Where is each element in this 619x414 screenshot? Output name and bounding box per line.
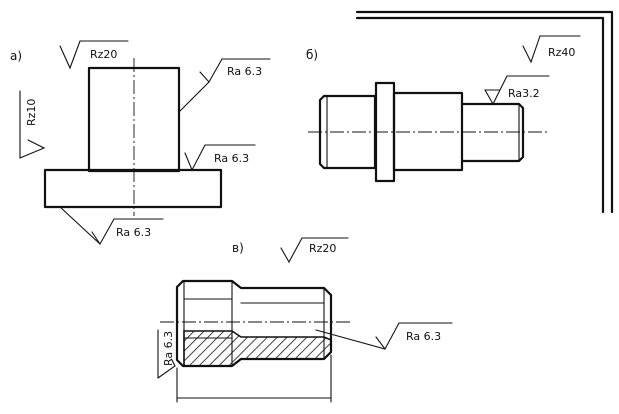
view-b-frame-inner [355,16,605,214]
view-v-bushing [160,279,350,368]
view-a-left-mark-text: Rz10 [25,99,38,126]
view-a-side-roughness-mark: Ra 6.3 [178,58,271,113]
view-v-left-mark-text: Ra 6.3 [162,331,175,366]
view-b-general-roughness-mark: Rz40 [522,35,581,64]
view-a-base-bottom-roughness-mark: Ra 6.3 [59,206,164,246]
view-a-base-bottom-mark-text: Ra 6.3 [116,226,151,239]
view-a-side-mark-text: Ra 6.3 [227,65,262,78]
view-a-label: а) [10,49,22,63]
view-v: в) Rz20 Ra 6.3 [157,237,453,403]
view-v-general-mark-text: Rz20 [309,242,336,255]
view-b-shaft-right-section [460,102,525,163]
view-a-base-top-roughness-mark: Ra 6.3 [184,144,256,172]
view-v-hatched-section [183,330,332,367]
view-v-general-roughness-mark: Rz20 [280,237,349,264]
view-b-shaft-roughness-mark: Ra3.2 [484,75,550,106]
view-b-frame-outer [355,10,614,214]
view-a: а) Rz20 Ra 6.3 Rz10 Ra 6.3 [10,40,271,246]
view-b: б) Rz40 Ra3.2 [306,10,614,214]
view-b-label: б) [306,48,318,62]
view-a-base-plate [43,168,223,209]
view-b-general-mark-text: Rz40 [548,46,575,59]
view-a-base-top-mark-text: Ra 6.3 [214,152,249,165]
view-v-left-roughness-mark: Ra 6.3 [157,329,176,379]
view-v-bore-mark-text: Ra 6.3 [406,330,441,343]
view-a-top-mark-text: Rz20 [90,48,117,61]
view-a-top-roughness-mark: Rz20 [59,40,129,70]
view-b-shaft-mark-text: Ra3.2 [508,87,540,100]
view-b-shaft-middle-section [392,91,464,172]
view-v-bore-roughness-mark: Ra 6.3 [315,322,453,351]
view-v-label: в) [232,241,244,255]
view-v-dimension-line [176,354,332,403]
view-a-left-roughness-mark: Rz10 [19,90,46,159]
view-b-shaft [308,81,548,183]
